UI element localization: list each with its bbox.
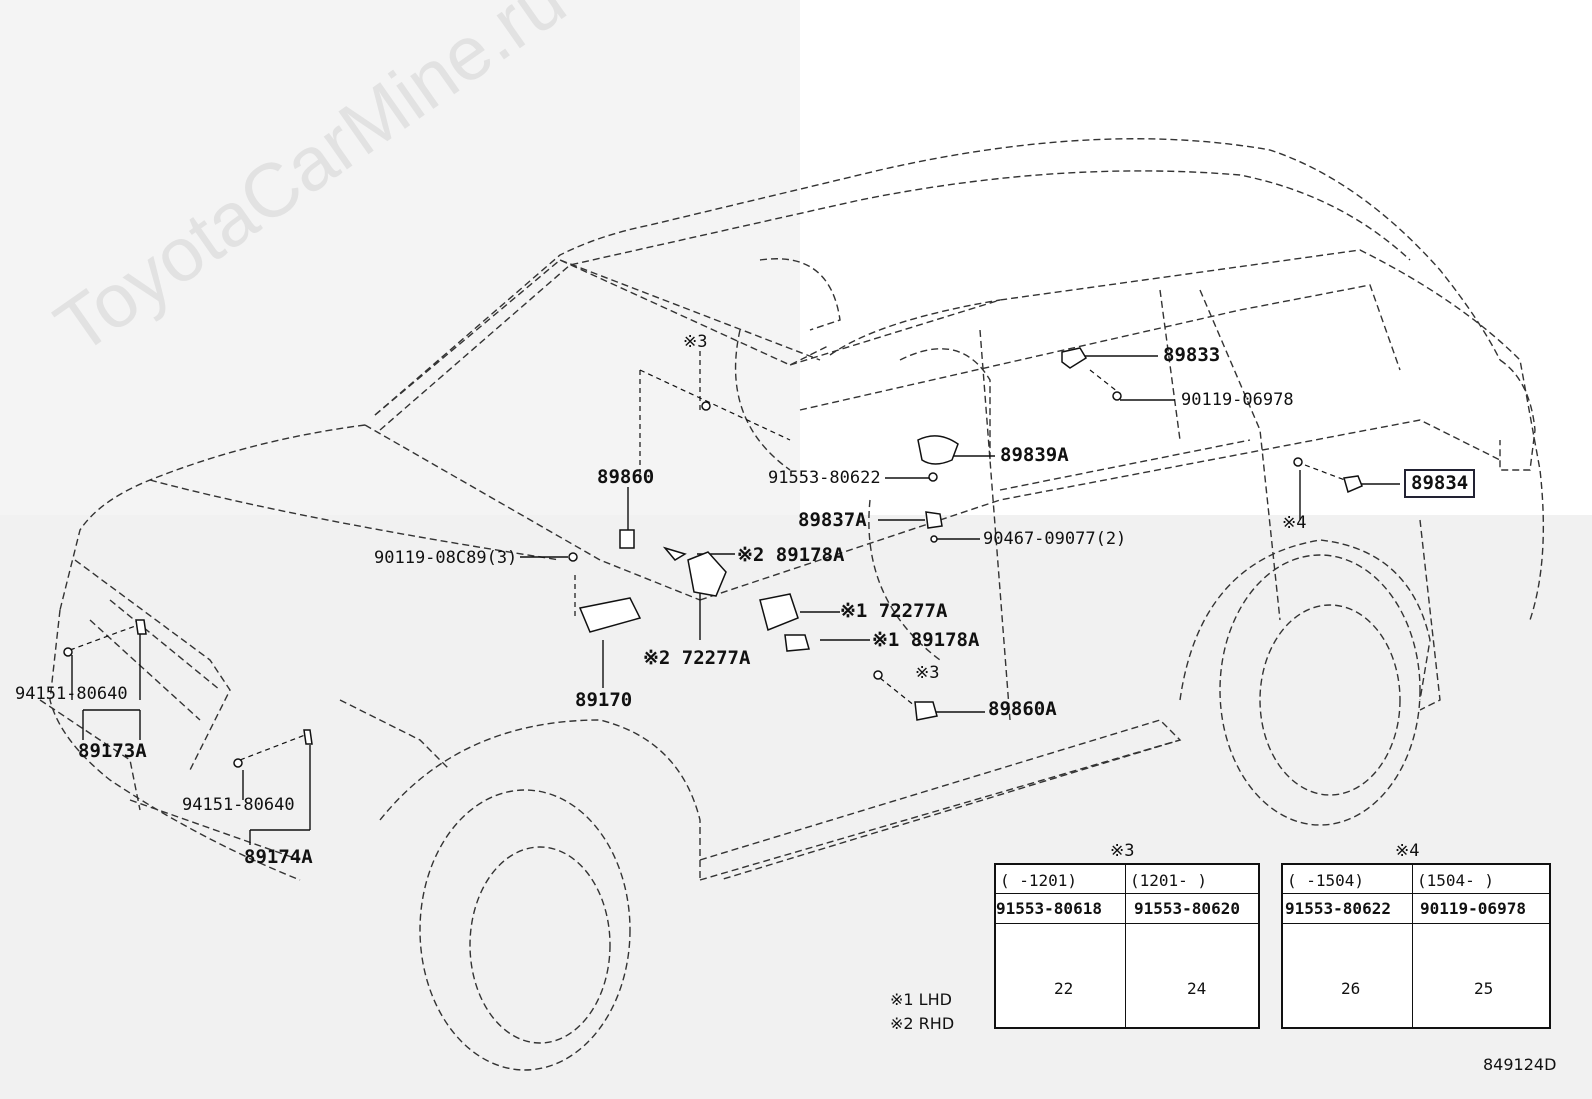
table3-divider <box>1125 865 1126 1027</box>
table3-row-line <box>996 923 1258 924</box>
background-panel-top-left <box>0 0 800 515</box>
table4-length-2: 25 <box>1474 979 1494 998</box>
table3-title: ※3 <box>1110 841 1135 861</box>
table3-length-2: 24 <box>1187 979 1207 998</box>
table3-part-2: 91553-80620 <box>1134 899 1240 918</box>
table3-header-2: (1201- ) <box>1130 871 1208 890</box>
table4-divider <box>1412 865 1413 1027</box>
label-89839A: 89839A <box>1000 444 1069 466</box>
dashed-leaders <box>69 350 1351 761</box>
label-89860: 89860 <box>597 466 655 488</box>
label-89170: 89170 <box>575 689 633 711</box>
table3-row-line <box>996 893 1258 894</box>
label-89860A: 89860A <box>988 698 1057 720</box>
label-89174A: 89174A <box>244 846 313 868</box>
table3-header-1: ( -1201) <box>1000 871 1078 890</box>
table4 <box>1281 863 1551 1029</box>
label-90119-06978: 90119-06978 <box>1181 390 1294 410</box>
label-72277A-lhd: ※1 72277A <box>840 600 948 622</box>
legend-rhd: ※2 RHD <box>890 1014 955 1033</box>
vehicle-outline <box>39 138 1545 1071</box>
label-89178A-rhd: ※2 89178A <box>737 544 845 566</box>
label-94151-80640-left: 94151-80640 <box>15 684 128 704</box>
table3-length-1: 22 <box>1054 979 1074 998</box>
label-note4: ※4 <box>1282 513 1307 533</box>
table3 <box>994 863 1260 1029</box>
legend-lhd: ※1 LHD <box>890 990 952 1009</box>
table4-title: ※4 <box>1395 841 1420 861</box>
label-note3-top: ※3 <box>683 332 708 352</box>
table4-row-line <box>1283 923 1549 924</box>
label-89173A: 89173A <box>78 740 147 762</box>
label-89833: 89833 <box>1163 344 1221 366</box>
table3-part-1: 91553-80618 <box>996 899 1102 918</box>
label-note3-mid: ※3 <box>915 663 940 683</box>
label-90467-09077: 90467-09077(2) <box>983 529 1127 549</box>
label-90119-08C89: 90119-08C89(3) <box>374 548 518 568</box>
table4-part-1: 91553-80622 <box>1285 899 1391 918</box>
label-94151-80640-right: 94151-80640 <box>182 795 295 815</box>
label-91553-80622: 91553-80622 <box>768 468 881 488</box>
leader-lines <box>71 355 1400 845</box>
table4-header-1: ( -1504) <box>1287 871 1365 890</box>
table4-part-2: 90119-06978 <box>1420 899 1526 918</box>
label-89834-highlighted: 89834 <box>1404 469 1476 498</box>
label-89837A: 89837A <box>798 509 867 531</box>
label-72277A-rhd: ※2 72277A <box>643 647 751 669</box>
part-icons <box>63 347 1363 768</box>
label-89178A-lhd: ※1 89178A <box>872 629 980 651</box>
diagram-id: 849124D <box>1483 1055 1557 1074</box>
table4-length-1: 26 <box>1341 979 1361 998</box>
table4-row-line <box>1283 893 1549 894</box>
table4-header-2: (1504- ) <box>1417 871 1495 890</box>
